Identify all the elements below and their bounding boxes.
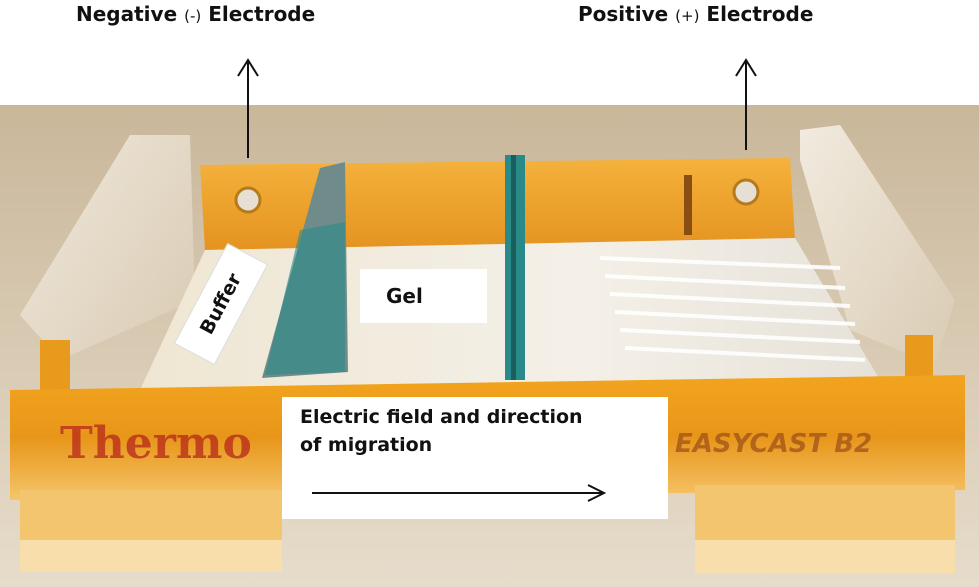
left-clip <box>40 340 70 390</box>
right-rod <box>684 175 692 235</box>
center-comb-edge <box>511 155 516 380</box>
left-foot-highlight <box>20 540 282 572</box>
positive-arrow <box>735 58 757 150</box>
brand-left-text: Thermo <box>60 418 252 469</box>
negative-electrode-post <box>234 186 262 214</box>
positive-electrode-label: Positive (+) Electrode <box>578 2 814 26</box>
gel-wells <box>599 256 866 362</box>
migration-arrow <box>312 484 607 502</box>
right-foot-highlight <box>695 540 955 573</box>
field-text-line2: of migration <box>300 434 433 456</box>
left-end-wall <box>20 135 195 360</box>
electric-field-label: Electric field and direction of migratio… <box>282 397 668 519</box>
left-comb-teeth <box>265 222 345 375</box>
back-wall <box>200 158 795 250</box>
negative-arrow <box>237 58 259 158</box>
gel-label: Gel <box>360 269 487 323</box>
positive-electrode-post <box>732 178 760 206</box>
negative-electrode-label: Negative (-) Electrode <box>76 2 316 26</box>
field-text-line1: Electric field and direction <box>300 406 583 428</box>
brand-right-text: EASYCAST B2 <box>675 429 872 459</box>
right-end-wall <box>800 125 955 365</box>
